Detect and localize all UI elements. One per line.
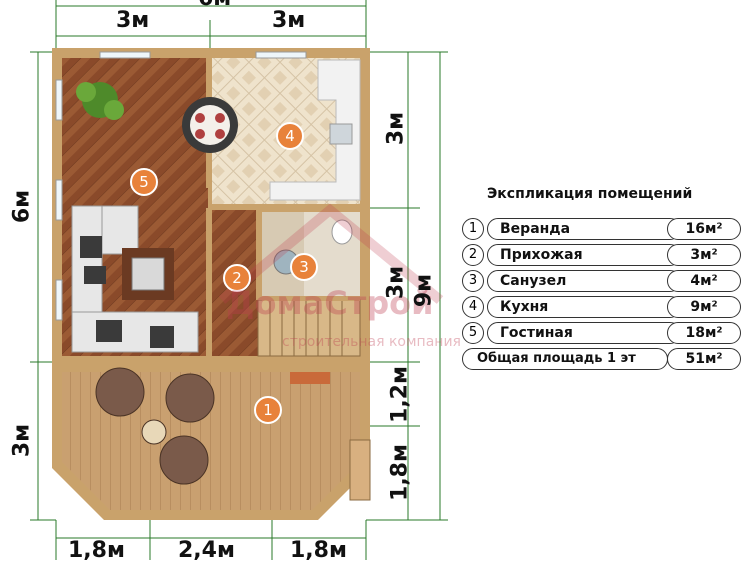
watermark-house — [218, 203, 444, 304]
dim-top-total: 6м — [198, 0, 231, 11]
row-number: 5 — [462, 322, 484, 344]
dim-bottom-left: 1,8м — [68, 538, 125, 563]
dim-bottom-middle: 2,4м — [178, 538, 235, 563]
room-area: 9м² — [667, 296, 741, 318]
dining-table — [182, 97, 238, 153]
kitchen-sink — [329, 123, 353, 145]
room-badge-kitchen: 4 — [276, 122, 304, 150]
row-number: 4 — [462, 296, 484, 318]
room-area: 4м² — [667, 270, 741, 292]
dim-right-veranda-bottom: 1,8м — [387, 444, 413, 501]
room-name: Прихожая — [487, 244, 681, 266]
total-label: Общая площадь 1 эт — [462, 348, 668, 370]
room-badge-veranda: 1 — [254, 396, 282, 424]
row-number: 1 — [462, 218, 484, 240]
veranda-furniture — [95, 367, 215, 485]
dimension-lines — [30, 0, 448, 560]
room-badge-living: 5 — [130, 168, 158, 196]
row-number: 2 — [462, 244, 484, 266]
room-badge-bathroom: 3 — [290, 253, 318, 281]
veranda-steps — [349, 439, 371, 501]
room-name: Гостиная — [487, 322, 681, 344]
dim-right-upper: 3м — [383, 111, 409, 146]
room-name: Санузел — [487, 270, 681, 292]
dim-top-right: 3м — [272, 8, 306, 33]
dim-left-lower: 3м — [9, 423, 35, 458]
plant — [76, 82, 124, 120]
watermark-brand: ДомаСтрой — [226, 284, 434, 322]
coffee-table — [131, 257, 165, 291]
explication-title: Экспликация помещений — [487, 186, 693, 202]
dim-right-veranda-top: 1,2м — [387, 366, 413, 423]
room-badge-hall: 2 — [223, 264, 251, 292]
dim-top-left: 3м — [116, 8, 150, 33]
dim-right-total: 9м — [411, 273, 437, 308]
row-number: 3 — [462, 270, 484, 292]
room-area: 18м² — [667, 322, 741, 344]
dim-right-middle: 3м — [383, 265, 409, 300]
room-area: 16м² — [667, 218, 741, 240]
kitchen-counter — [269, 59, 361, 201]
toilet — [331, 219, 353, 245]
room-area: 3м² — [667, 244, 741, 266]
stairs — [257, 299, 361, 357]
room-name: Веранда — [487, 218, 681, 240]
watermark-tagline: строительная компания — [282, 334, 461, 350]
dim-left-upper: 6м — [9, 189, 35, 224]
room-name: Кухня — [487, 296, 681, 318]
dim-bottom-right: 1,8м — [290, 538, 347, 563]
bench — [290, 372, 330, 384]
total-area: 51м² — [667, 348, 741, 370]
